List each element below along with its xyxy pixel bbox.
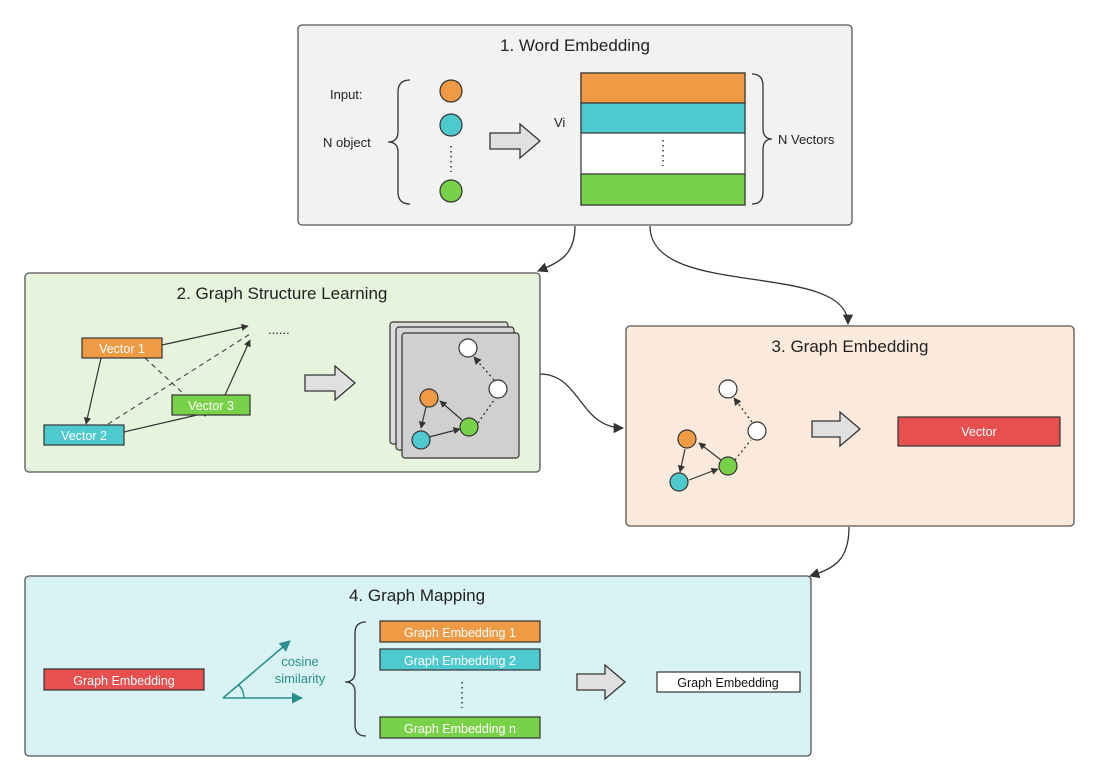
vector-2-label: Vector 2 bbox=[61, 429, 107, 443]
embedding-2-label: Graph Embedding 2 bbox=[404, 654, 516, 668]
more-vectors-ellipsis: ...... bbox=[268, 322, 290, 337]
p3-edge-5 bbox=[733, 397, 753, 423]
object-node-green bbox=[439, 179, 463, 203]
vector-1-label: Vector 1 bbox=[99, 342, 145, 356]
p3-edge-3 bbox=[698, 442, 722, 461]
cosine-label-line2: similarity bbox=[275, 671, 326, 686]
object-node-teal bbox=[439, 113, 463, 137]
vector-1-box bbox=[81, 337, 163, 359]
embedding-1-box bbox=[379, 620, 541, 643]
n-object-label: N object bbox=[323, 135, 371, 150]
panel-1-arrow-icon bbox=[489, 122, 542, 160]
card-node-orange bbox=[419, 388, 439, 408]
card-node-teal bbox=[411, 430, 431, 450]
panel-word-embedding: 1. Word Embedding Input: N object Vi N V… bbox=[297, 24, 853, 226]
connector-p1-p2 bbox=[537, 225, 576, 273]
connector-p1-p3 bbox=[649, 225, 854, 326]
edge-v3-more bbox=[224, 339, 251, 396]
panel-1-box bbox=[297, 24, 853, 226]
input-label: Input: bbox=[330, 87, 363, 102]
graph-card-front bbox=[401, 332, 520, 459]
n-vectors-label: N Vectors bbox=[778, 132, 835, 147]
connector-p2-p3 bbox=[539, 373, 625, 434]
panel-graph-mapping: 4. Graph Mapping Graph Embedding cosine … bbox=[24, 575, 812, 757]
embedding-2-box bbox=[379, 648, 541, 671]
input-embedding-box bbox=[43, 668, 205, 691]
embedding-1-label: Graph Embedding 1 bbox=[404, 626, 516, 640]
p3-node-white-top bbox=[718, 379, 738, 399]
p3-node-orange bbox=[677, 429, 697, 449]
panel-4-arrow-icon bbox=[576, 663, 627, 701]
p3-edge-2 bbox=[688, 467, 719, 481]
connector-p3-p4 bbox=[809, 526, 850, 579]
embeddings-brace bbox=[344, 621, 367, 737]
p3-node-green bbox=[718, 456, 738, 476]
edge-v1-more bbox=[161, 323, 249, 346]
panel-3-arrow-icon bbox=[811, 410, 862, 448]
panel-graph-structure-learning: 2. Graph Structure Learning Vector 1 Vec… bbox=[24, 272, 541, 473]
card-edge-2 bbox=[428, 427, 461, 438]
vector-3-label: Vector 3 bbox=[188, 399, 234, 413]
cosine-label-line1: cosine bbox=[281, 654, 319, 669]
edge-v1-v3-dashed bbox=[144, 357, 186, 396]
p3-node-white-mid bbox=[747, 421, 767, 441]
object-node-orange bbox=[439, 79, 463, 103]
output-vector-box bbox=[897, 416, 1061, 447]
panel-4-title: 4. Graph Mapping bbox=[349, 586, 485, 605]
right-brace bbox=[751, 73, 773, 205]
panel-1-title: 1. Word Embedding bbox=[500, 36, 650, 55]
card-edge-3 bbox=[439, 400, 463, 421]
p3-node-teal bbox=[669, 472, 689, 492]
output-vector-label: Vector bbox=[961, 425, 996, 439]
vector-row-orange bbox=[580, 72, 746, 104]
card-edge-1 bbox=[418, 406, 427, 429]
embedding-n-box bbox=[379, 716, 541, 739]
card-node-green bbox=[459, 417, 479, 437]
input-embedding-label: Graph Embedding bbox=[73, 674, 175, 688]
panel-3-title: 3. Graph Embedding bbox=[772, 337, 929, 356]
vector-3-box bbox=[171, 394, 251, 416]
vector-2-box bbox=[43, 424, 125, 446]
left-brace bbox=[387, 79, 411, 205]
card-node-white-mid bbox=[488, 379, 508, 399]
edge-v1-v2 bbox=[83, 357, 102, 425]
panel-2-title: 2. Graph Structure Learning bbox=[177, 284, 388, 303]
edge-v2-more-dashed bbox=[107, 333, 251, 425]
card-edge-5 bbox=[473, 356, 495, 381]
vector-row-green bbox=[580, 173, 746, 206]
angle-arc-icon bbox=[238, 684, 245, 699]
panel-graph-embedding: 3. Graph Embedding Vector bbox=[625, 325, 1075, 527]
p3-edge-1 bbox=[677, 448, 686, 473]
vector-row-teal bbox=[580, 102, 746, 134]
p3-edge-4 bbox=[734, 439, 752, 461]
card-node-white-top bbox=[458, 338, 478, 358]
vi-label: Vi bbox=[554, 115, 565, 130]
cosine-vector-b bbox=[222, 640, 291, 699]
panel-2-arrow-icon bbox=[304, 364, 357, 402]
embedding-n-label: Graph Embedding n bbox=[404, 722, 516, 736]
output-embedding-box bbox=[656, 671, 801, 693]
output-embedding-label: Graph Embedding bbox=[677, 676, 779, 690]
